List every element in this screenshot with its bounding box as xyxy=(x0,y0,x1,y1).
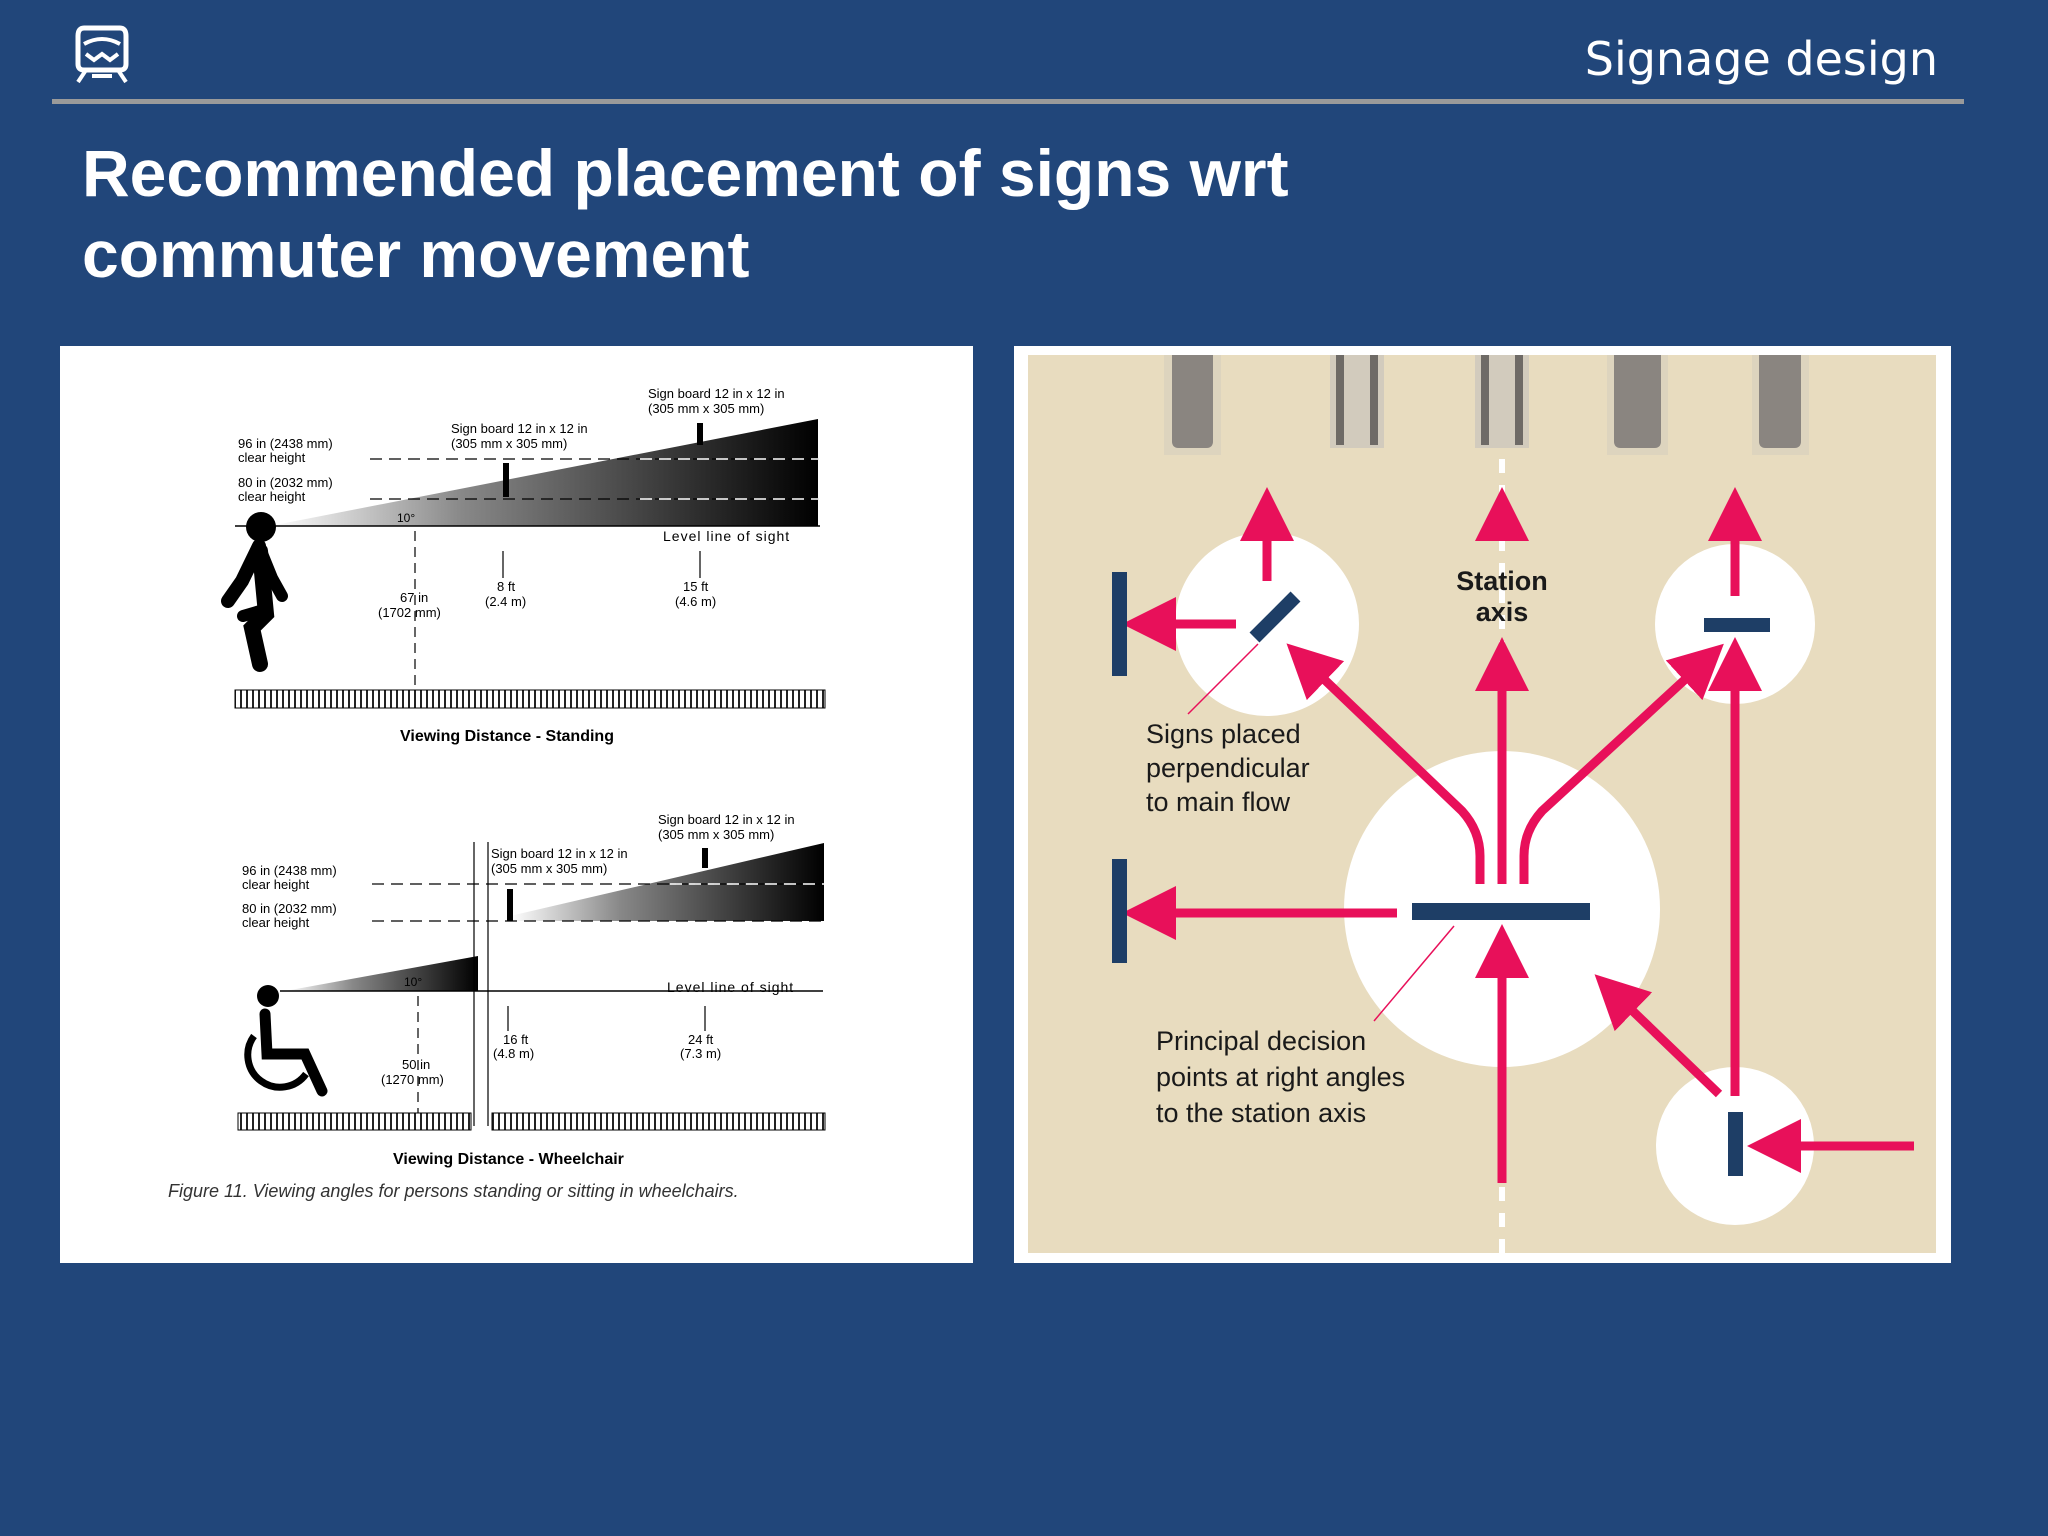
decision-leader-line xyxy=(1373,925,1455,1022)
distance-1-label-2: (2.4 m) xyxy=(485,594,526,609)
distance-2-label-2: (7.3 m) xyxy=(680,1046,721,1061)
standing-caption: Viewing Distance - Standing xyxy=(400,728,614,745)
distance-1-label-2: (4.8 m) xyxy=(493,1046,534,1061)
height-80-label-1: 80 in (2032 mm) xyxy=(238,475,333,490)
decision-label-2: points at right angles xyxy=(1156,1062,1405,1092)
header-divider xyxy=(52,99,1964,104)
wheelchair-floor-left xyxy=(237,1112,472,1131)
sign-board-far xyxy=(702,848,708,868)
height-80-label-2: clear height xyxy=(238,489,306,504)
angle-label: 10° xyxy=(397,511,415,525)
sign-board-far xyxy=(697,423,703,445)
eye-height-label-1: 50 in xyxy=(402,1057,430,1072)
decision-label-1: Principal decision xyxy=(1156,1026,1366,1056)
eye-height-label-2: (1702 mm) xyxy=(378,605,441,620)
station-flow-diagram: Station axis Signs placed perpendicular … xyxy=(1014,346,1951,1263)
wall-sign-lower xyxy=(1112,859,1127,963)
eye-height-label-1: 67 in xyxy=(400,590,428,605)
distance-2-label-1: 24 ft xyxy=(688,1032,714,1047)
standing-person-icon xyxy=(221,512,288,672)
wheelchair-user-icon xyxy=(244,985,328,1097)
wall-sign-upper xyxy=(1112,572,1127,676)
level-line-label: Level line of sight xyxy=(663,528,790,544)
right-circle-sign xyxy=(1704,618,1770,632)
standing-floor xyxy=(234,689,826,709)
sign-far-label-2: (305 mm x 305 mm) xyxy=(658,827,774,842)
sign-board-near xyxy=(507,889,513,921)
title-line-2: commuter movement xyxy=(82,217,750,291)
perpendicular-label-3: to main flow xyxy=(1146,787,1291,817)
height-96-label-1: 96 in (2438 mm) xyxy=(238,436,333,451)
height-80-label-1: 80 in (2032 mm) xyxy=(242,901,337,916)
sign-far-label-1: Sign board 12 in x 12 in xyxy=(648,386,785,401)
figure-caption: Figure 11. Viewing angles for persons st… xyxy=(168,1181,739,1201)
central-decision-sign xyxy=(1412,903,1590,920)
height-96-label-1: 96 in (2438 mm) xyxy=(242,863,337,878)
title-line-1: Recommended placement of signs wrt xyxy=(82,136,1289,210)
viewing-distance-figure: Sign board 12 in x 12 in (305 mm x 305 m… xyxy=(60,346,973,1263)
ticket-gates xyxy=(1164,355,1809,455)
decision-label-3: to the station axis xyxy=(1156,1098,1366,1128)
sign-near-label-1: Sign board 12 in x 12 in xyxy=(451,421,588,436)
standing-diagram: Sign board 12 in x 12 in (305 mm x 305 m… xyxy=(221,386,826,745)
perpendicular-label-2: perpendicular xyxy=(1146,753,1310,783)
level-line-label: Level line of sight xyxy=(667,979,794,995)
sign-far-label-2: (305 mm x 305 mm) xyxy=(648,401,764,416)
angle-label: 10° xyxy=(404,975,422,989)
perpendicular-leader-line xyxy=(1187,643,1259,715)
flow-arrows xyxy=(1122,487,1914,1183)
height-96-label-2: clear height xyxy=(242,877,310,892)
diagonal-sign xyxy=(1249,591,1301,643)
distance-2-label-1: 15 ft xyxy=(683,579,709,594)
wheelchair-view-cone-low xyxy=(285,956,478,991)
section-label: Signage design xyxy=(1584,32,1938,86)
eye-height-label-2: (1270 mm) xyxy=(381,1072,444,1087)
wheelchair-caption: Viewing Distance - Wheelchair xyxy=(393,1151,624,1168)
station-axis-label-2: axis xyxy=(1476,597,1529,627)
wheelchair-diagram: Sign board 12 in x 12 in (305 mm x 305 m… xyxy=(237,812,826,1168)
bottom-circle-sign xyxy=(1728,1112,1743,1176)
sign-board-near xyxy=(503,463,509,497)
sign-near-label-2: (305 mm x 305 mm) xyxy=(451,436,567,451)
wheelchair-floor-right xyxy=(491,1112,826,1131)
wheelchair-view-cone-high xyxy=(510,843,824,921)
distance-1-label-1: 8 ft xyxy=(497,579,515,594)
perpendicular-label-1: Signs placed xyxy=(1146,719,1301,749)
height-96-label-2: clear height xyxy=(238,450,306,465)
metro-train-icon xyxy=(75,25,129,84)
sign-near-label-2: (305 mm x 305 mm) xyxy=(491,861,607,876)
height-80-label-2: clear height xyxy=(242,915,310,930)
sign-far-label-1: Sign board 12 in x 12 in xyxy=(658,812,795,827)
distance-2-label-2: (4.6 m) xyxy=(675,594,716,609)
slide-title: Recommended placement of signs wrt commu… xyxy=(82,133,1582,295)
station-axis-label-1: Station xyxy=(1456,566,1548,596)
distance-1-label-1: 16 ft xyxy=(503,1032,529,1047)
sign-markers xyxy=(1112,572,1770,1176)
sign-near-label-1: Sign board 12 in x 12 in xyxy=(491,846,628,861)
